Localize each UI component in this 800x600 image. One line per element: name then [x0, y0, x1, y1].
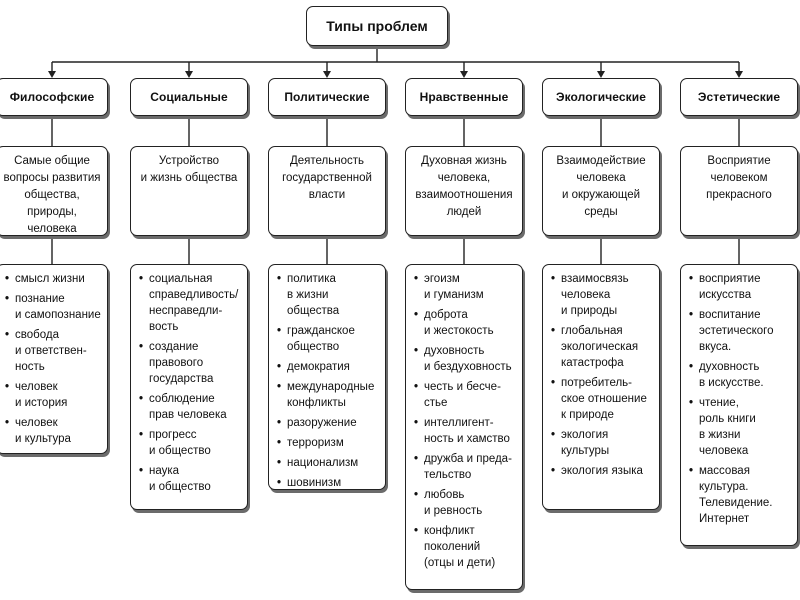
category-moral: Нравственные — [405, 78, 523, 116]
arrow-icon — [48, 71, 56, 78]
category-ecological: Экологические — [542, 78, 660, 116]
list-item: воспитание эстетического вкуса. — [689, 307, 791, 355]
list-item: любовь и ревность — [414, 487, 516, 519]
items-list-social: социальная справедливость/ несправедли- … — [139, 271, 241, 495]
arrow-icon — [323, 71, 331, 78]
list-item: разоружение — [277, 415, 379, 431]
list-item: доброта и жестокость — [414, 307, 516, 339]
list-item: чтение, роль книги в жизни человека — [689, 395, 791, 459]
list-item: наука и общество — [139, 463, 241, 495]
items-ecological: взаимосвязь человека и природыглобальная… — [542, 264, 660, 510]
list-item: экология языка — [551, 463, 653, 479]
description-political: Деятельность государственной власти — [268, 146, 386, 236]
list-item: соблюдение прав человека — [139, 391, 241, 423]
items-list-moral: эгоизм и гуманизм доброта и жестокость дух… — [414, 271, 516, 571]
items-list-aesthetic: восприятие искусства воспитание эстетичес… — [689, 271, 791, 527]
list-item: экология культуры — [551, 427, 653, 459]
list-item: свобода и ответствен- ность — [5, 327, 101, 375]
list-item: потребитель- ское отношение к природе — [551, 375, 653, 423]
list-item: глобальная экологическая катастрофа — [551, 323, 653, 371]
list-item: конфликт поколений (отцы и дети) — [414, 523, 516, 571]
list-item: политика в жизни общества — [277, 271, 379, 319]
description-ecological: Взаимодействие человека и окружающей сре… — [542, 146, 660, 236]
items-social: социальная справедливость/ несправедли- … — [130, 264, 248, 510]
items-list-ecological: взаимосвязь человека и природыглобальная… — [551, 271, 653, 479]
description-social: Устройство и жизнь общества — [130, 146, 248, 236]
category-philosophical: Философские — [0, 78, 108, 116]
category-political: Политические — [268, 78, 386, 116]
list-item: духовность и бездуховность — [414, 343, 516, 375]
items-list-philosophical: смысл жизни познание и самопознание свобод… — [5, 271, 101, 447]
list-item: международные конфликты — [277, 379, 379, 411]
items-list-political: политика в жизни общества гражданское общ… — [277, 271, 379, 491]
list-item: шовинизм — [277, 475, 379, 491]
list-item: дружба и преда- тельство — [414, 451, 516, 483]
list-item: эгоизм и гуманизм — [414, 271, 516, 303]
list-item: гражданское общество — [277, 323, 379, 355]
category-social: Социальные — [130, 78, 248, 116]
list-item: познание и самопознание — [5, 291, 101, 323]
list-item: создание правового государства — [139, 339, 241, 387]
list-item: прогресс и общество — [139, 427, 241, 459]
list-item: восприятие искусства — [689, 271, 791, 303]
description-philosophical: Самые общие вопросы развития общества, п… — [0, 146, 108, 236]
category-aesthetic: Эстетические — [680, 78, 798, 116]
arrow-icon — [735, 71, 743, 78]
list-item: национализм — [277, 455, 379, 471]
list-item: социальная справедливость/ несправедли- … — [139, 271, 241, 335]
list-item: интеллигент- ность и хамство — [414, 415, 516, 447]
items-aesthetic: восприятие искусства воспитание эстетичес… — [680, 264, 798, 546]
diagram-title: Типы проблем — [306, 6, 448, 46]
list-item: духовность в искусстве. — [689, 359, 791, 391]
description-aesthetic: Восприятие человеком прекрасного — [680, 146, 798, 236]
items-moral: эгоизм и гуманизм доброта и жестокость дух… — [405, 264, 523, 590]
list-item: человек и история — [5, 379, 101, 411]
arrow-icon — [185, 71, 193, 78]
description-moral: Духовная жизнь человека, взаимоотношения… — [405, 146, 523, 236]
items-philosophical: смысл жизни познание и самопознание свобод… — [0, 264, 108, 454]
arrow-icon — [597, 71, 605, 78]
items-political: политика в жизни общества гражданское общ… — [268, 264, 386, 491]
list-item: смысл жизни — [5, 271, 101, 287]
list-item: человек и культура — [5, 415, 101, 447]
list-item: терроризм — [277, 435, 379, 451]
list-item: массовая культура. Телевидение. Интернет — [689, 463, 791, 527]
list-item: демократия — [277, 359, 379, 375]
list-item: взаимосвязь человека и природы — [551, 271, 653, 319]
list-item: честь и бесче- стье — [414, 379, 516, 411]
arrow-icon — [460, 71, 468, 78]
